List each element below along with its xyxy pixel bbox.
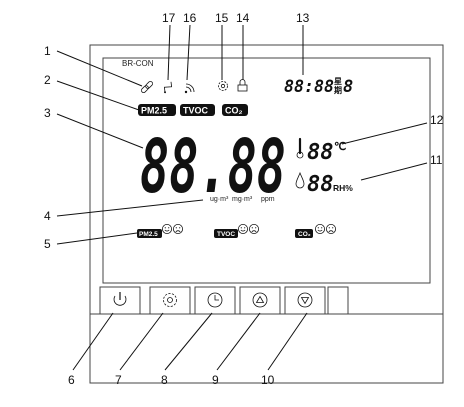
clock-icon bbox=[207, 292, 223, 308]
callout-7: 7 bbox=[115, 373, 122, 387]
callout-3: 3 bbox=[44, 106, 51, 120]
status-group-pm25: PM2.5 bbox=[137, 229, 162, 238]
leader-8 bbox=[164, 312, 213, 371]
leader-4 bbox=[56, 199, 204, 217]
thermometer-icon bbox=[296, 137, 304, 159]
brand-label: BR-CON bbox=[122, 59, 154, 68]
callout-9: 9 bbox=[212, 373, 219, 387]
droplet-icon bbox=[295, 171, 305, 189]
callout-5: 5 bbox=[44, 237, 51, 251]
status-faces bbox=[161, 223, 336, 234]
tag-tvoc: TVOC bbox=[180, 104, 215, 116]
callout-16: 16 bbox=[183, 11, 197, 25]
device-outer-frame bbox=[89, 44, 444, 384]
callout-numbers: 1 2 3 4 5 6 7 8 9 10 11 12 13 14 15 16 1… bbox=[44, 11, 444, 387]
gear-icon bbox=[163, 293, 177, 307]
tag-co2-label: CO₂ bbox=[225, 106, 243, 116]
clock-display: 88:88 bbox=[284, 77, 334, 97]
callout-8: 8 bbox=[161, 373, 168, 387]
leader-6 bbox=[72, 312, 114, 371]
callout-2: 2 bbox=[44, 73, 51, 87]
callout-14: 14 bbox=[236, 11, 250, 25]
callout-4: 4 bbox=[44, 209, 51, 223]
status-group-tvoc-label: TVOC bbox=[217, 231, 235, 238]
callout-1: 1 bbox=[44, 44, 51, 58]
leader-11 bbox=[360, 162, 428, 181]
callout-13: 13 bbox=[296, 11, 310, 25]
tag-co2: CO₂ bbox=[222, 104, 248, 116]
weekday-digit: 8 bbox=[343, 77, 353, 97]
leader-12 bbox=[341, 122, 428, 145]
weekday-label: 星 期 bbox=[334, 76, 345, 95]
tag-pm25: PM2.5 bbox=[138, 104, 176, 116]
lcd-screen bbox=[102, 57, 431, 284]
unit-ugm3: ug·m³ bbox=[210, 196, 229, 203]
up-button[interactable] bbox=[239, 286, 281, 315]
link-icon bbox=[141, 81, 153, 93]
tag-pm25-label: PM2.5 bbox=[141, 106, 167, 116]
leader-1 bbox=[56, 50, 143, 87]
leader-7 bbox=[119, 312, 164, 371]
status-group-pm25-label: PM2.5 bbox=[139, 231, 158, 238]
main-reading: 88.88 bbox=[140, 124, 286, 210]
callout-12: 12 bbox=[430, 113, 444, 127]
frown-face-icon-pm25 bbox=[172, 223, 183, 234]
settings-button[interactable] bbox=[149, 286, 191, 315]
humidity-unit: RH% bbox=[333, 183, 353, 193]
leader-3 bbox=[56, 113, 144, 149]
tag-tvoc-label: TVOC bbox=[183, 106, 209, 116]
leader-9 bbox=[216, 312, 261, 371]
frown-face-icon-co2 bbox=[325, 223, 336, 234]
gear-icon bbox=[218, 81, 228, 91]
power-button[interactable] bbox=[99, 286, 141, 315]
status-group-co2-label: CO₂ bbox=[298, 231, 311, 238]
status-group-co2: CO₂ bbox=[295, 229, 313, 238]
callout-15: 15 bbox=[215, 11, 229, 25]
humidity-value: 88 bbox=[307, 172, 334, 197]
leader-17 bbox=[167, 24, 171, 81]
leader-5 bbox=[56, 232, 138, 245]
blank-button[interactable] bbox=[327, 286, 349, 315]
smile-face-icon-pm25 bbox=[161, 223, 172, 234]
callout-11: 11 bbox=[430, 153, 443, 167]
unit-ppm: ppm bbox=[261, 196, 275, 203]
callout-6: 6 bbox=[68, 373, 75, 387]
down-triangle-icon bbox=[297, 292, 313, 308]
status-group-tvoc: TVOC bbox=[214, 229, 238, 238]
smile-face-icon-tvoc bbox=[237, 223, 248, 234]
up-triangle-icon bbox=[252, 292, 268, 308]
leader-16 bbox=[186, 24, 191, 81]
weekday-char-2: 期 bbox=[334, 85, 342, 95]
temperature-value: 88 bbox=[307, 140, 334, 165]
callout-lines bbox=[56, 24, 428, 371]
signal-icon bbox=[163, 81, 173, 94]
frown-face-icon-tvoc bbox=[248, 223, 259, 234]
leader-2 bbox=[56, 80, 140, 111]
down-button[interactable] bbox=[284, 286, 326, 315]
wifi-icon bbox=[184, 83, 195, 94]
lock-icon bbox=[237, 79, 248, 92]
smile-face-icon-co2 bbox=[314, 223, 325, 234]
power-icon bbox=[113, 292, 127, 306]
clock-button[interactable] bbox=[194, 286, 236, 315]
leader-10 bbox=[267, 312, 308, 371]
callout-17: 17 bbox=[162, 11, 176, 25]
callout-10: 10 bbox=[261, 373, 275, 387]
weekday-char-1: 星 bbox=[334, 76, 342, 86]
unit-mgm3: mg·m³ bbox=[232, 196, 253, 203]
temperature-unit: ℃ bbox=[334, 141, 346, 153]
